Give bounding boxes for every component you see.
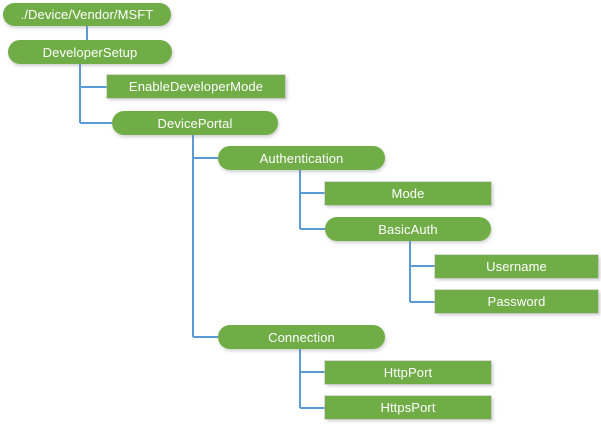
node-mode[interactable]: Mode (325, 182, 491, 205)
node-httpsport[interactable]: HttpsPort (325, 396, 491, 419)
node-label: HttpPort (383, 365, 433, 380)
node-username[interactable]: Username (435, 255, 598, 278)
node-device-vendor-msft[interactable]: ./Device/Vendor/MSFT (3, 3, 171, 26)
node-label: EnableDeveloperMode (128, 79, 264, 94)
node-authentication[interactable]: Authentication (218, 146, 385, 170)
node-label: DeveloperSetup (42, 44, 138, 60)
node-label: Mode (391, 186, 425, 201)
node-label: Password (487, 294, 546, 309)
node-enabledevelopermode[interactable]: EnableDeveloperMode (107, 75, 285, 98)
node-httpport[interactable]: HttpPort (325, 361, 491, 384)
node-deviceportal[interactable]: DevicePortal (112, 111, 278, 135)
node-basicauth[interactable]: BasicAuth (325, 217, 491, 241)
node-label: ./Device/Vendor/MSFT (20, 7, 154, 22)
node-developersetup[interactable]: DeveloperSetup (8, 40, 172, 64)
node-label: Authentication (259, 150, 344, 166)
node-label: HttpsPort (380, 400, 436, 415)
node-label: Username (486, 259, 547, 274)
node-label: Connection (268, 329, 335, 345)
node-label: BasicAuth (378, 221, 438, 237)
node-label: DevicePortal (157, 115, 233, 131)
node-password[interactable]: Password (435, 290, 598, 313)
node-connection[interactable]: Connection (218, 325, 385, 349)
